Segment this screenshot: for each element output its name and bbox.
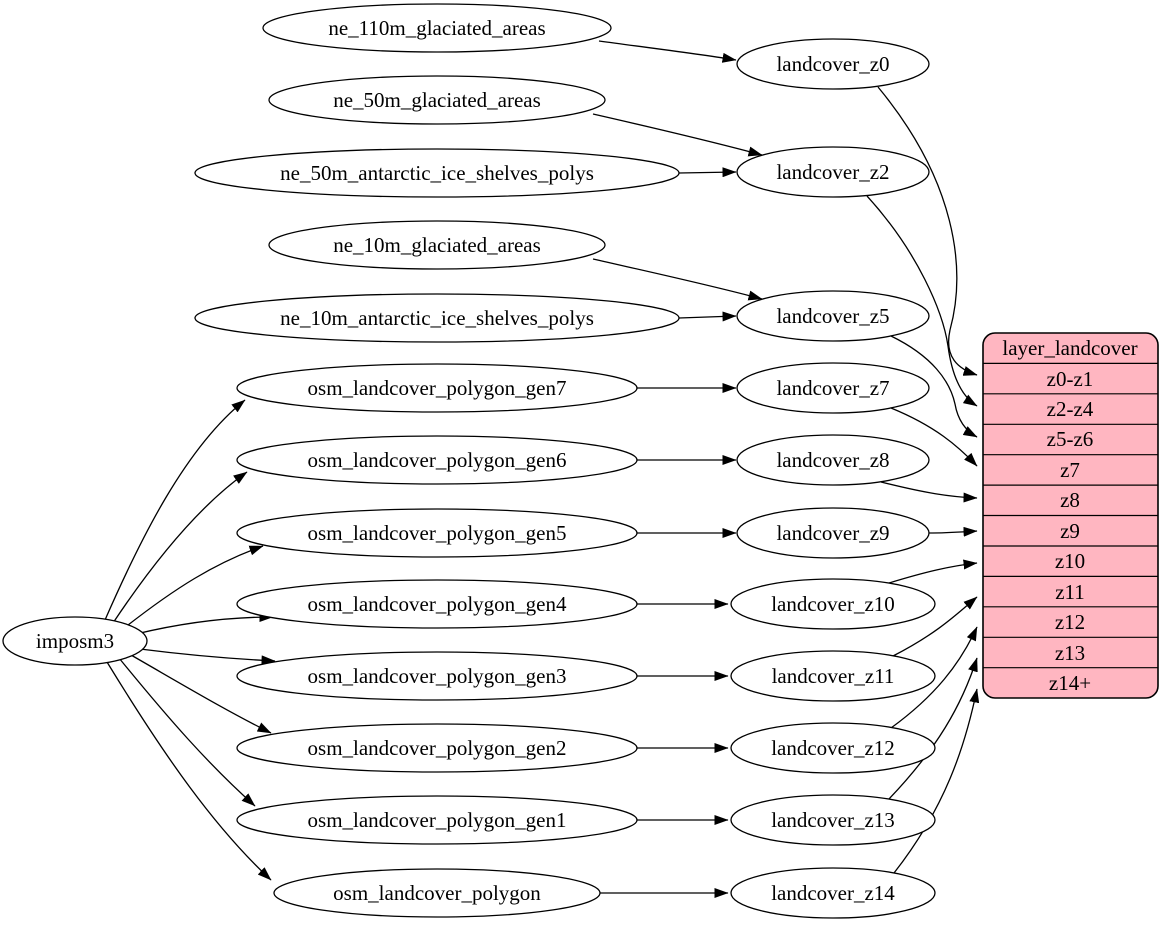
node-osm_landcover_polygon_gen3: osm_landcover_polygon_gen3 — [236, 651, 638, 701]
node-layer_landcover: layer_landcover z0-z1 z2-z4 z5-z6 z7 z8 … — [982, 332, 1159, 699]
edge-imposm3-osm_landcover_polygon_gen6 — [112, 471, 248, 624]
edge-landcover_z2-row-z2-z4 — [866, 195, 978, 407]
edge-imposm3-osm_landcover_polygon_gen1 — [118, 657, 256, 807]
edge-imposm3-osm_landcover_polygon_gen2 — [130, 654, 272, 734]
node-label: imposm3 — [36, 629, 114, 653]
node-ne_50m_antarctic_ice_shelves_polys: ne_50m_antarctic_ice_shelves_polys — [194, 148, 680, 198]
edges — [104, 40, 980, 898]
node-landcover_z13: landcover_z13 — [730, 794, 936, 846]
record-row-z12: z12 — [1055, 610, 1085, 634]
record-row-z14plus: z14+ — [1049, 671, 1091, 695]
node-label: ne_10m_antarctic_ice_shelves_polys — [280, 306, 594, 330]
nodes: imposm3 ne_110m_glaciated_areas ne_50m_g… — [2, 3, 936, 919]
edge-ne_10m_glaciated_areas-landcover_z5 — [592, 258, 763, 301]
record-row-z7: z7 — [1060, 458, 1080, 482]
node-label: landcover_z5 — [776, 304, 889, 328]
node-label: landcover_z8 — [776, 448, 889, 472]
node-osm_landcover_polygon_gen5: osm_landcover_polygon_gen5 — [236, 508, 638, 558]
edge-landcover_z8-row-z8 — [880, 481, 978, 503]
edge-landcover_z14-row-z14plus — [893, 688, 980, 874]
node-landcover_z12: landcover_z12 — [730, 722, 936, 774]
record-row-z13: z13 — [1055, 641, 1085, 665]
node-label: ne_50m_antarctic_ice_shelves_polys — [280, 161, 594, 185]
node-label: osm_landcover_polygon_gen2 — [308, 736, 567, 760]
node-imposm3: imposm3 — [2, 616, 148, 666]
node-ne_10m_glaciated_areas: ne_10m_glaciated_areas — [268, 220, 606, 270]
edge-landcover_z9-row-z9 — [928, 526, 978, 537]
record-row-z11: z11 — [1055, 580, 1085, 604]
record-row-z2-z4: z2-z4 — [1047, 397, 1094, 421]
node-label: osm_landcover_polygon_gen4 — [308, 592, 567, 616]
node-label: landcover_z14 — [771, 881, 895, 905]
edge-ne_10m_antarctic_ice_shelves_polys-landcover_z5 — [678, 311, 737, 322]
node-label: landcover_z11 — [772, 664, 895, 688]
node-osm_landcover_polygon_gen1: osm_landcover_polygon_gen1 — [236, 795, 638, 845]
edge-imposm3-osm_landcover_polygon_gen7 — [104, 399, 246, 621]
edge-imposm3-osm_landcover_polygon_gen5 — [122, 545, 264, 630]
edge-ne_50m_glaciated_areas-landcover_z2 — [592, 113, 763, 157]
node-landcover_z10: landcover_z10 — [730, 578, 936, 630]
edge-ne_110m_glaciated_areas-landcover_z0 — [598, 40, 737, 63]
node-label: ne_10m_glaciated_areas — [333, 233, 541, 257]
node-osm_landcover_polygon: osm_landcover_polygon — [273, 868, 601, 918]
edge-landcover_z0-row-z0-z1 — [877, 86, 978, 376]
node-ne_110m_glaciated_areas: ne_110m_glaciated_areas — [262, 3, 612, 53]
node-landcover_z11: landcover_z11 — [730, 650, 936, 702]
edge-landcover_z5-row-z5-z6 — [890, 335, 978, 438]
node-landcover_z2: landcover_z2 — [736, 146, 930, 198]
record-row-z9: z9 — [1060, 519, 1080, 543]
edge-ne_50m_antarctic_ice_shelves_polys-landcover_z2 — [678, 167, 737, 178]
record-row-z8: z8 — [1060, 488, 1080, 512]
record-row-z0-z1: z0-z1 — [1047, 367, 1094, 391]
node-landcover_z14: landcover_z14 — [730, 867, 936, 919]
node-label: landcover_z9 — [776, 521, 889, 545]
node-label: ne_110m_glaciated_areas — [328, 16, 545, 40]
edge-imposm3-osm_landcover_polygon_gen3 — [139, 648, 276, 666]
node-label: landcover_z7 — [776, 376, 889, 400]
edge-landcover_z11-row-z11 — [892, 596, 978, 657]
node-landcover_z7: landcover_z7 — [736, 362, 930, 414]
node-osm_landcover_polygon_gen7: osm_landcover_polygon_gen7 — [236, 363, 638, 413]
node-osm_landcover_polygon_gen6: osm_landcover_polygon_gen6 — [236, 435, 638, 485]
node-label: landcover_z13 — [771, 808, 895, 832]
record-row-z5-z6: z5-z6 — [1047, 427, 1094, 451]
node-landcover_z0: landcover_z0 — [736, 38, 930, 90]
node-osm_landcover_polygon_gen4: osm_landcover_polygon_gen4 — [236, 579, 638, 629]
node-label: osm_landcover_polygon_gen7 — [308, 376, 567, 400]
record-row-z10: z10 — [1055, 549, 1085, 573]
node-label: osm_landcover_polygon_gen5 — [308, 521, 567, 545]
edge-landcover_z13-row-z13 — [887, 657, 978, 801]
node-landcover_z9: landcover_z9 — [736, 507, 930, 559]
node-landcover_z8: landcover_z8 — [736, 434, 930, 486]
node-landcover_z5: landcover_z5 — [736, 290, 930, 342]
node-ne_50m_glaciated_areas: ne_50m_glaciated_areas — [268, 75, 606, 125]
record-border — [982, 332, 1159, 699]
node-label: landcover_z12 — [771, 736, 895, 760]
edge-landcover_z12-row-z12 — [890, 626, 978, 729]
node-label: osm_landcover_polygon — [333, 881, 541, 905]
node-ne_10m_antarctic_ice_shelves_polys: ne_10m_antarctic_ice_shelves_polys — [194, 293, 680, 343]
node-label: landcover_z10 — [771, 592, 895, 616]
node-osm_landcover_polygon_gen2: osm_landcover_polygon_gen2 — [236, 723, 638, 773]
edge-imposm3-osm_landcover_polygon_gen4 — [135, 612, 274, 635]
node-label: ne_50m_glaciated_areas — [333, 88, 541, 112]
node-label: osm_landcover_polygon_gen6 — [308, 448, 567, 472]
node-label: landcover_z0 — [776, 52, 889, 76]
record-title: layer_landcover — [1002, 336, 1137, 360]
edge-landcover_z7-row-z7 — [890, 407, 978, 467]
node-label: osm_landcover_polygon_gen1 — [308, 808, 567, 832]
edge-landcover_z10-row-z10 — [888, 559, 978, 584]
node-label: osm_landcover_polygon_gen3 — [308, 664, 567, 688]
edge-imposm3-osm_landcover_polygon — [106, 661, 272, 881]
node-label: landcover_z2 — [776, 160, 889, 184]
